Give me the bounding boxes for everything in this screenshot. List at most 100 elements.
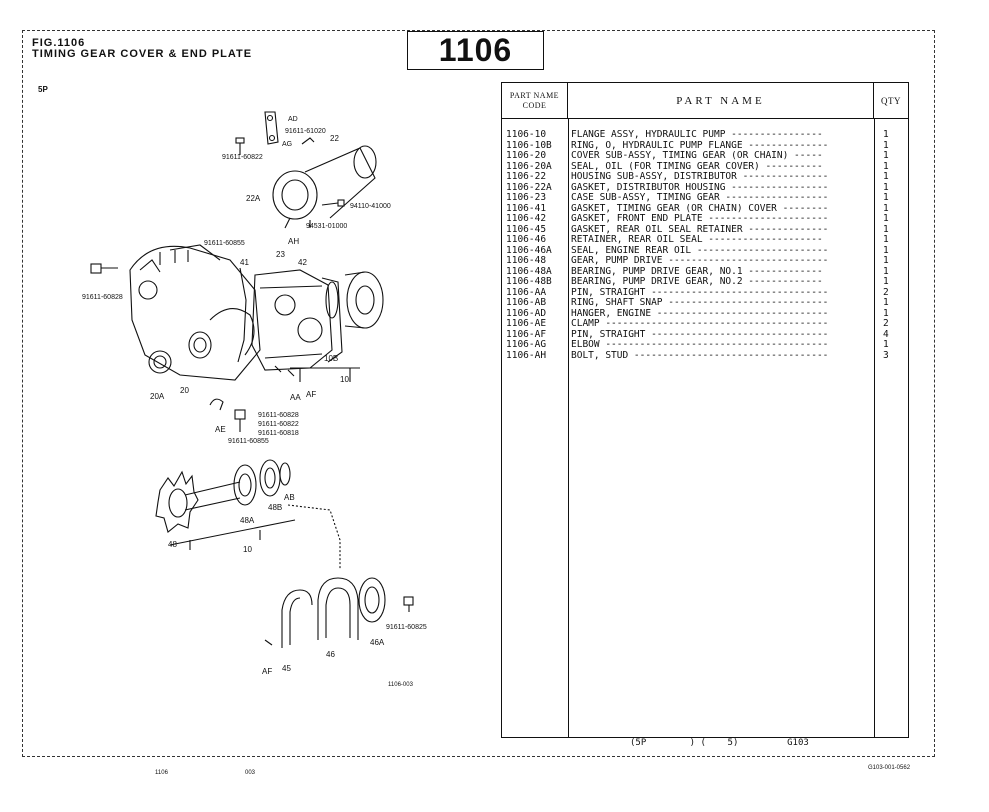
part-qty: 3 [883,349,889,361]
part-qty: 1 [883,255,889,266]
part-qty: 1 [883,234,889,245]
clamp-part [209,398,224,411]
callout-91611-60825: 91611-60825 [386,624,427,631]
table-row: 1106-10B RING, O, HYDRAULIC PUMP FLANGE -… [502,140,908,152]
callout-af-upper: AF [306,390,317,399]
part-name: RETAINER, REAR OIL SEAL ----------------… [571,235,823,245]
part-name: HOUSING SUB-ASSY, DISTRIBUTOR ----------… [571,172,829,182]
callout-46a: 46A [370,638,385,647]
column-divider [874,119,875,737]
callout-94110-41000: 94110-41000 [350,203,391,210]
callout-48: 48 [168,540,177,549]
callout-91611-60822-mid: 91611-60822 [258,421,299,428]
part-qty: 2 [883,286,889,298]
part-name: SEAL, OIL (FOR TIMING GEAR COVER) ------… [571,161,823,172]
part-name: BOLT, STUD -----------------------------… [571,350,829,361]
part-name: COVER SUB-ASSY, TIMING GEAR (OR CHAIN) -… [571,151,823,161]
model-code: 5P [38,85,48,94]
part-qty: 1 [883,276,889,287]
callout-10-upper: 10 [340,375,349,384]
part-qty: 1 [883,129,889,140]
callout-48a: 48A [240,516,255,525]
part-code: 1106-10B [506,140,552,151]
distributor-housing-part [272,145,377,229]
part-code: 1106-AA [506,287,547,298]
part-code: 1106-46A [506,245,552,256]
part-name: GASKET, REAR OIL SEAL RETAINER ---------… [571,224,829,235]
callout-af-lower: AF [262,667,273,676]
part-qty: 1 [883,297,889,308]
callout-ah: AH [288,237,300,246]
part-name: BEARING, PUMP DRIVE GEAR, NO.2 ---------… [571,277,823,287]
part-code: 1106-AE [506,319,547,329]
oil-seal-20a-part [148,350,172,374]
callout-41: 41 [240,258,249,267]
elbow-part [301,137,315,145]
callout-91611-60855-mid: 91611-60855 [228,438,269,445]
callout-10-lower: 10 [243,545,252,554]
exploded-parts-diagram [90,111,414,648]
part-code: 1106-48A [506,266,552,277]
table-row: 1106-48B BEARING, PUMP DRIVE GEAR, NO.2 -… [502,276,908,288]
part-name: CLAMP ----------------------------------… [571,319,829,329]
page-footer-right: G103-001-0562 [868,765,911,771]
front-end-plate-part [321,277,343,363]
part-code: 1106-42 [506,214,547,224]
part-code: 1106-AG [506,340,547,350]
callout-22: 22 [330,134,339,143]
part-code: 1106-22A [506,182,552,193]
part-name: GASKET, FRONT END PLATE ----------------… [571,214,829,224]
part-qty: 1 [883,181,889,193]
timing-gear-case-part [251,269,333,371]
part-code: 1106-AF [506,329,547,340]
straight-pins-part [274,365,295,377]
bolt-part-1 [235,137,245,155]
header-part-name: PART NAME [568,83,874,119]
figure-number-box: 1106 [407,31,544,70]
part-name: CASE SUB-ASSY, TIMING GEAR -------------… [571,193,829,203]
callout-48b: 48B [268,503,283,512]
part-code: 1106-20 [506,151,547,161]
part-qty: 4 [883,328,889,340]
part-qty: 1 [883,171,889,182]
callout-91611-61020: 91611-61020 [285,128,326,135]
callout-aa: AA [290,393,301,402]
pump-drive-gear-part [155,470,241,533]
callout-46: 46 [326,650,335,659]
part-code: 1106-48B [506,277,552,287]
bolt-part-2 [321,199,345,207]
part-qty: 2 [883,318,889,329]
part-name: RING, SHAFT SNAP -----------------------… [571,298,829,308]
callout-94531-01000: 94531-01000 [306,223,348,230]
part-qty: 1 [883,265,889,277]
part-name: ELBOW ----------------------------------… [571,340,829,350]
part-code: 1106-AD [506,308,547,319]
page-border [22,30,935,757]
callout-91611-60818: 91611-60818 [258,430,299,437]
table-row: 1106-20 COVER SUB-ASSY, TIMING GEAR (OR C… [502,150,908,162]
engine-rear-oil-seal-part [358,577,386,623]
callout-ab: AB [284,493,295,502]
part-code: 1106-48 [506,256,547,266]
part-qty: 1 [883,213,889,224]
table-row: 1106-42 GASKET, FRONT END PLATE ---------… [502,213,908,225]
column-divider [568,119,569,737]
callout-20: 20 [180,386,189,395]
figure-label: FIG.1106 [32,37,86,49]
gasket-45-part [281,589,313,648]
bearing-no1-part [233,464,257,506]
part-name: RING, O, HYDRAULIC PUMP FLANGE ---------… [571,140,829,151]
callout-ae: AE [215,425,226,434]
bolt-part-4 [403,596,414,612]
figure-title-block: FIG.1106 TIMING GEAR COVER & END PLATE [32,38,252,60]
table-row: 1106-AE CLAMP ---------------------------… [502,318,908,330]
straight-pin-af-part [264,639,273,646]
